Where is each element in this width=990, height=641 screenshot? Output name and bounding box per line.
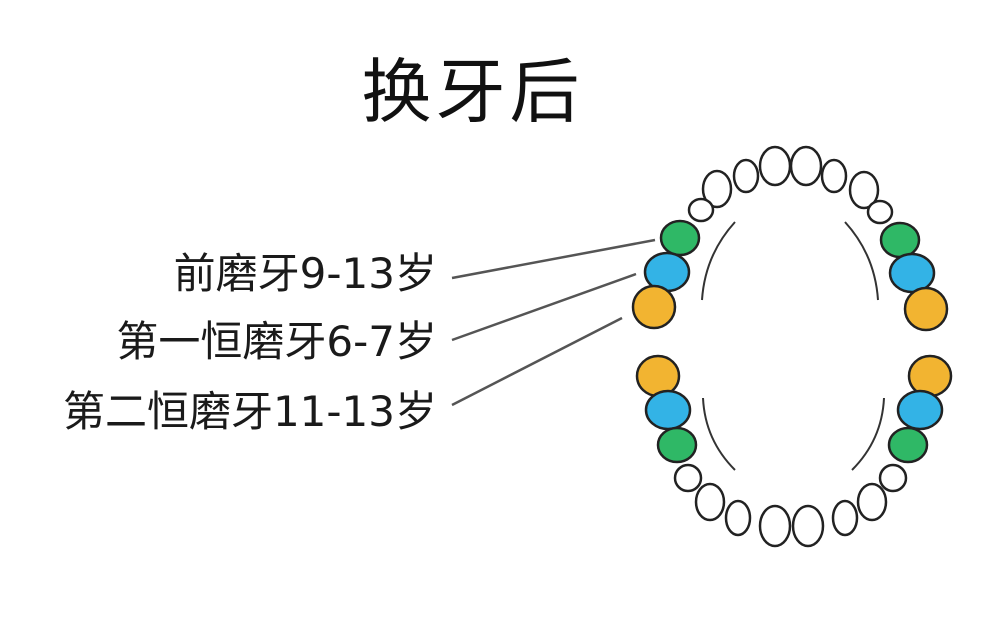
tooth-upper-canine-left bbox=[701, 169, 733, 209]
leader-line-premolar bbox=[451, 238, 656, 280]
label-premolar: 前磨牙9-13岁 bbox=[173, 249, 437, 298]
label-second-molar: 第二恒磨牙11-13岁 bbox=[62, 387, 437, 436]
tooth-upper-small-left bbox=[687, 197, 715, 223]
tooth-upper-incisor-2 bbox=[789, 145, 823, 187]
lower-right-gum-curve bbox=[851, 397, 885, 471]
lower-left-gum-curve bbox=[702, 397, 736, 471]
tooth-lower-lateral-left bbox=[724, 499, 752, 537]
upper-right-gum-curve bbox=[844, 221, 879, 301]
lower-front-teeth bbox=[673, 463, 908, 548]
tooth-upper-lateral-left bbox=[732, 158, 760, 194]
tooth-lower-canine-right bbox=[856, 482, 888, 522]
tooth-upper-right-second-molar bbox=[903, 286, 949, 332]
tooth-lower-small-left bbox=[673, 463, 703, 493]
tooth-lower-right-first-molar bbox=[896, 389, 944, 431]
leader-line-first-molar bbox=[451, 272, 637, 342]
leader-line-second-molar bbox=[451, 316, 623, 407]
tooth-upper-small-right bbox=[866, 199, 894, 225]
tooth-upper-left-premolar bbox=[659, 219, 701, 257]
tooth-lower-left-second-molar bbox=[635, 354, 681, 398]
tooth-lower-canine-left bbox=[694, 482, 726, 522]
tooth-upper-lateral-right bbox=[820, 158, 848, 194]
tooth-lower-left-first-molar bbox=[644, 389, 692, 431]
tooth-lower-right-premolar bbox=[887, 426, 929, 464]
diagram-title: 换牙后 bbox=[361, 51, 584, 133]
tooth-upper-right-first-molar bbox=[888, 252, 936, 294]
tooth-lower-left-premolar bbox=[656, 426, 698, 464]
tooth-upper-canine-right bbox=[848, 170, 880, 210]
tooth-lower-lateral-right bbox=[831, 499, 859, 537]
tooth-upper-left-second-molar bbox=[631, 284, 677, 330]
label-first-molar: 第一恒磨牙6-7岁 bbox=[116, 317, 437, 366]
tooth-lower-small-right bbox=[878, 463, 908, 493]
tooth-lower-incisor-1 bbox=[758, 504, 792, 548]
tooth-upper-incisor-1 bbox=[758, 145, 792, 187]
tooth-lower-incisor-2 bbox=[791, 504, 825, 548]
tooth-upper-right-premolar bbox=[879, 221, 921, 259]
upper-left-gum-curve bbox=[701, 221, 736, 301]
upper-front-teeth bbox=[687, 145, 894, 225]
tooth-lower-right-second-molar bbox=[907, 354, 953, 398]
